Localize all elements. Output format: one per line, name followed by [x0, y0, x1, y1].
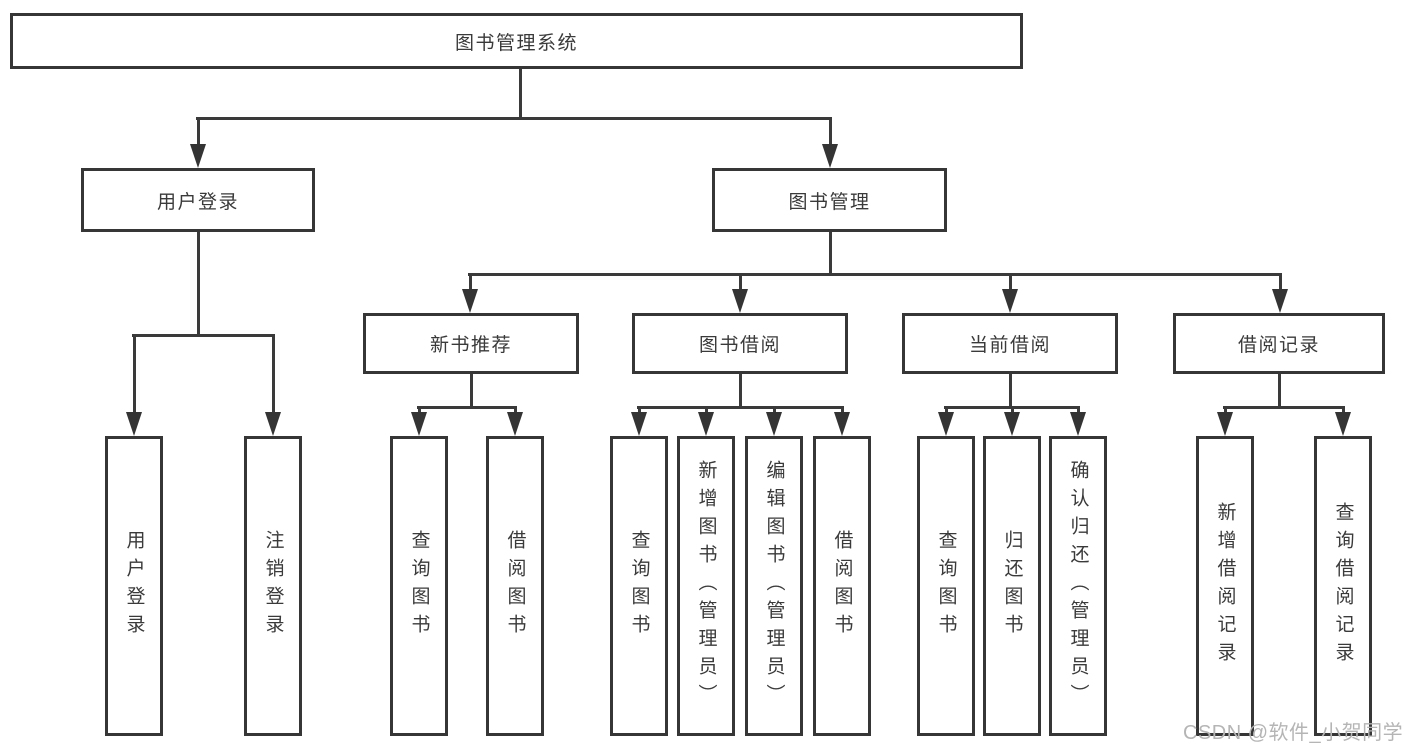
connector-stem-borrowing-records — [1277, 374, 1281, 407]
connector-bar-user-login — [132, 333, 275, 337]
arrowhead-bb-borrow — [834, 412, 850, 436]
connector-drop-leaf-login — [132, 335, 136, 418]
node-book-management: 图书管理 — [712, 168, 947, 232]
arrowhead-leaf-logout — [265, 412, 281, 436]
connector-level2-bar — [196, 116, 832, 120]
arrowhead-br-query — [1335, 412, 1351, 436]
node-book-borrowing: 图书借阅 — [632, 313, 848, 374]
arrowhead-br-add — [1217, 412, 1233, 436]
leaf-user-login: 用户登录 — [105, 436, 163, 736]
leaf-borrow-book-2: 借阅图书 — [813, 436, 871, 736]
connector-root-trunk — [518, 69, 522, 118]
arrowhead-cb-return — [1004, 412, 1020, 436]
connector-drop-book-borrowing — [738, 274, 742, 295]
connector-stem-current-borrowing — [1008, 374, 1012, 407]
connector-bar-new-book — [417, 405, 517, 409]
leaf-query-book-3: 查询图书 — [917, 436, 975, 736]
arrowhead-nb-query — [411, 412, 427, 436]
connector-drop-book-management — [828, 118, 832, 150]
arrowhead-bb-query — [631, 412, 647, 436]
connector-bar-borrowing-records — [1223, 405, 1345, 409]
connector-drop-new-book — [468, 274, 472, 295]
connector-bar-book-borrowing — [637, 405, 844, 409]
arrowhead-new-book — [462, 289, 478, 313]
leaf-borrow-book-1: 借阅图书 — [486, 436, 544, 736]
connector-stem-book-management — [828, 232, 832, 274]
arrowhead-cb-query — [938, 412, 954, 436]
node-new-book-recommend: 新书推荐 — [363, 313, 579, 374]
arrowhead-current-borrowing — [1002, 289, 1018, 313]
connector-drop-leaf-logout — [271, 335, 275, 418]
leaf-add-book-admin: 新增图书（管理员） — [677, 436, 735, 736]
leaf-query-borrow-record: 查询借阅记录 — [1314, 436, 1372, 736]
arrowhead-leaf-login — [126, 412, 142, 436]
leaf-return-book: 归还图书 — [983, 436, 1041, 736]
arrowhead-nb-borrow — [507, 412, 523, 436]
arrowhead-book-management — [822, 144, 838, 168]
arrowhead-user-login — [190, 144, 206, 168]
leaf-logout: 注销登录 — [244, 436, 302, 736]
connector-stem-new-book — [469, 374, 473, 407]
leaf-confirm-return-admin: 确认归还（管理员） — [1049, 436, 1107, 736]
arrowhead-bb-edit — [766, 412, 782, 436]
arrowhead-bb-add — [698, 412, 714, 436]
connector-drop-current-borrowing — [1008, 274, 1012, 295]
leaf-edit-book-admin: 编辑图书（管理员） — [745, 436, 803, 736]
arrowhead-book-borrowing — [732, 289, 748, 313]
leaf-query-book-2: 查询图书 — [610, 436, 668, 736]
connector-stem-user-login — [196, 232, 200, 335]
node-user-login: 用户登录 — [81, 168, 315, 232]
connector-drop-user-login — [196, 118, 200, 150]
node-root: 图书管理系统 — [10, 13, 1023, 69]
csdn-watermark: CSDN @软件_小贺同学 — [1183, 722, 1404, 744]
connector-level3-bar — [468, 272, 1282, 276]
node-borrowing-records: 借阅记录 — [1173, 313, 1385, 374]
connector-stem-book-borrowing — [738, 374, 742, 407]
leaf-query-book-1: 查询图书 — [390, 436, 448, 736]
connector-drop-borrowing-records — [1278, 274, 1282, 295]
arrowhead-cb-confirm — [1070, 412, 1086, 436]
node-current-borrowing: 当前借阅 — [902, 313, 1118, 374]
arrowhead-borrowing-records — [1272, 289, 1288, 313]
leaf-add-borrow-record: 新增借阅记录 — [1196, 436, 1254, 736]
